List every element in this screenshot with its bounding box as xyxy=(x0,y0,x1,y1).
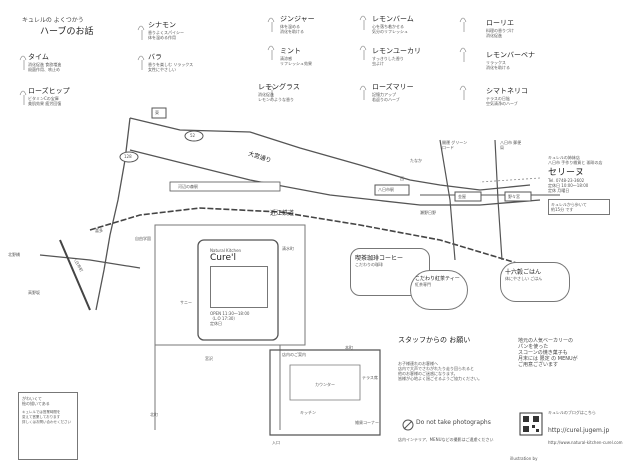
label-higashi: 東 xyxy=(155,110,159,115)
label-yokaichi-yubin: 八日市 郵便局 xyxy=(500,140,522,150)
blog-label: キュレルのブログはこちら xyxy=(548,410,596,415)
detail-label-shop: 雑貨コーナー xyxy=(355,420,379,425)
herb-lemonverbena: レモンバーベナ リラックス 消化を助ける xyxy=(486,51,535,70)
grain-shop: 十六穀ごはん 体にやさしい ごはん xyxy=(500,262,570,302)
serina-name: セリーヌ xyxy=(548,168,585,178)
staff-request: スタッフからの お願い お子様連れのお客様へ 店内で大声でさわがれたり走り回られ… xyxy=(398,335,508,381)
no-photo-detail: 店内インテリア、MENUなどの撮影はご遠慮ください xyxy=(398,437,494,442)
herb-ginger: ジンジャー 体を温める 消化を助ける xyxy=(280,15,315,34)
herb-thyme: タイム 消化促進 食欲増進 殺菌作用、咳止め xyxy=(28,53,62,72)
route-52-label: 52 xyxy=(190,133,196,138)
herb-rosehip: ローズヒップ ビタミンCの宝庫 美肌効果 疲労回復 xyxy=(28,87,70,106)
tea-shop: こだわり紅茶ティー 紅茶専門 xyxy=(410,270,468,310)
herb-name: ローズヒップ xyxy=(28,87,70,95)
herb-shimatoneriko: シマトネリコ テラスの日陰 空気清浄のハーブ xyxy=(486,87,528,106)
herb-lemonbalm: レモンバーム 心を落ち着かせる 気分のリフレッシュ xyxy=(372,15,414,34)
herb-lemongrass: レモングラス 消化促進 レモンのような香り xyxy=(258,83,300,102)
detail-label-kitchen: キッチン xyxy=(300,410,316,415)
page-title: キュレルの よくつかう ハーブのお話 xyxy=(22,17,94,38)
station-yokaichi: 八日市駅 xyxy=(378,187,394,192)
label-tanaka: たなか xyxy=(410,158,422,163)
station-seno: 瀬野日野 xyxy=(420,210,436,215)
cafe-building-drawing xyxy=(210,266,268,308)
herb-mint: ミント 清涼感 リフレッシュ効果 xyxy=(280,47,312,66)
title-line-2: ハーブのお話 xyxy=(40,27,94,37)
blog-url[interactable]: http://curel.jugem.jp xyxy=(548,427,610,434)
label-miyazawa: 宮沢 xyxy=(205,356,213,361)
label-sunny: サニー xyxy=(180,300,192,305)
cafe-block: Natural Kitchen Cure'l OPEN 11:30〜18:00 … xyxy=(210,248,268,326)
herb-lemoneucalyptus: レモンユーカリ すっきりした香り 虫よけ xyxy=(372,47,421,66)
illustration-credit: illustration by xyxy=(510,456,538,461)
detail-label-table: 店内のご案内 xyxy=(282,352,306,357)
station-kawaragaoka: 河辺の森駅 xyxy=(178,184,198,189)
detail-label-counter: カウンター xyxy=(315,382,335,387)
label-seicho: 清水町 xyxy=(282,246,294,251)
label-nishi: 西 xyxy=(400,176,404,181)
label-nonogawa: 野々宮 xyxy=(508,194,520,199)
detail-label-terrace: テラス席 xyxy=(362,375,378,380)
title-line-1: キュレルの よくつかう xyxy=(22,17,84,24)
herb-cinnamon: シナモン 香りよくスパイシー 体を温める作用 xyxy=(148,21,184,40)
herb-rose: バラ 香りを楽しむ リラックス 女性にやさしい xyxy=(148,53,194,72)
cafe-title: Cure'l xyxy=(210,253,237,263)
label-jiyuugaoka: 自由学園 xyxy=(135,236,151,241)
route-128-label: 128 xyxy=(124,154,132,159)
kintetsu-label: 近江鉄道 xyxy=(270,210,295,217)
label-honmachi: 本町 xyxy=(345,345,353,350)
serina-note: キュレルから歩いて 約15分 です xyxy=(548,199,610,215)
site-url[interactable]: http://www.natural-kitchen-curel.com xyxy=(548,440,623,445)
label-kitamachi: 北町 xyxy=(150,412,158,417)
cafe-title-small: Natural Kitchen xyxy=(210,248,242,253)
staff-title: スタッフからの お願い xyxy=(398,336,471,344)
right-note: 地元の人気ベーカリーの パンを使った スコーンの焼き菓子も 月末には 限定 の … xyxy=(518,338,578,368)
label-takanoshita: 高野坂 xyxy=(28,290,40,295)
serina-block: キュレルの姉妹店 八日市 手作り雑貨と 珈琲の店 セリーヌ Tel. 0748-… xyxy=(548,155,620,215)
herb-laurel: ローリエ 料理の香りづけ 消化促進 xyxy=(486,19,514,38)
herb-rosemary: ローズマリー 記憶力アップ 若返りのハーブ xyxy=(372,83,414,102)
label-kono: 喜多 xyxy=(95,228,103,233)
label-kinmei: 金屋 xyxy=(458,194,466,199)
no-photo-note: Do not take photographs xyxy=(416,419,491,426)
left-note-box: がわいくて 絵の描いてある キュレルでは営業時間を 変えて営業しております 詳し… xyxy=(18,392,78,460)
herb-name: タイム xyxy=(28,53,49,61)
label-kitahashi: 北野橋 xyxy=(8,252,20,257)
label-kaiun: 開運 グリーン ロード xyxy=(442,140,468,150)
detail-label-entrance: 入口 xyxy=(272,440,280,445)
